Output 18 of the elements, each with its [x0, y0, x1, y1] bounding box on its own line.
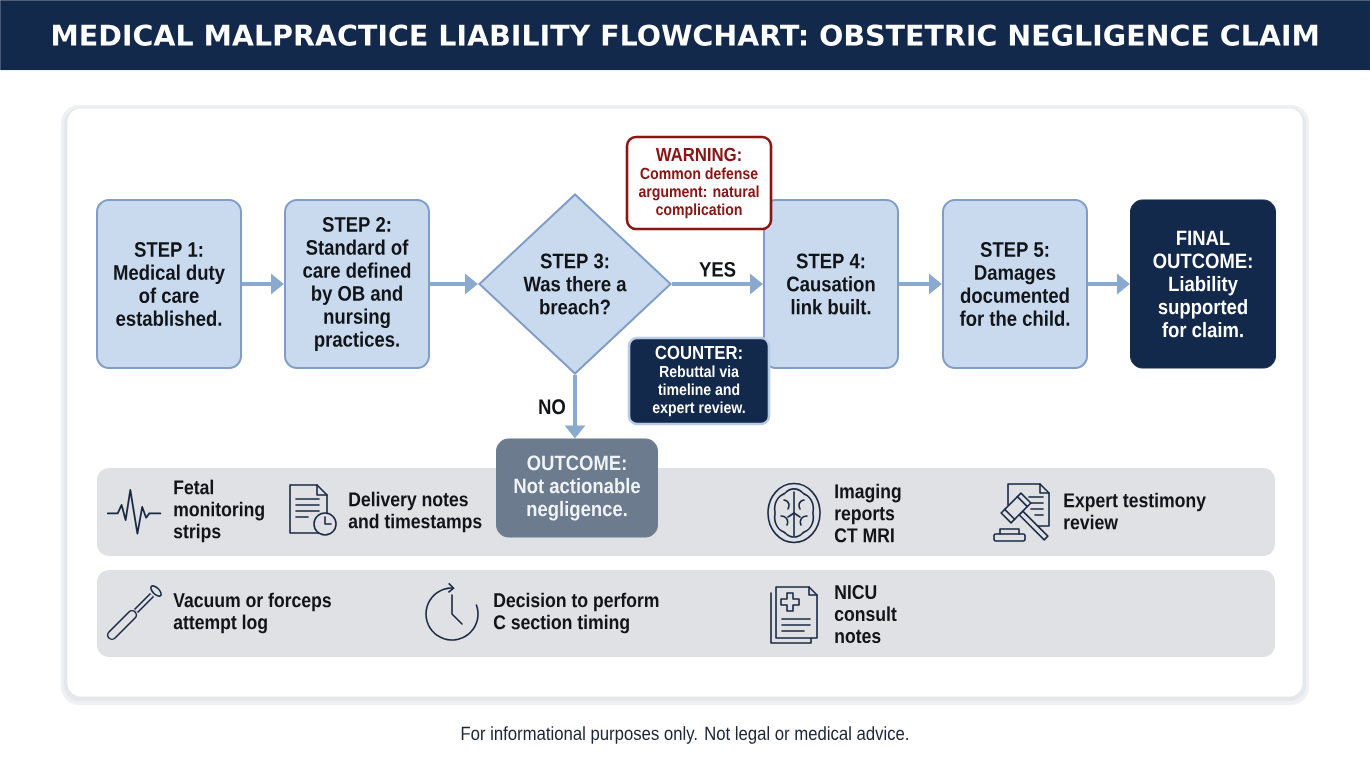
footer-note: For informational purposes only. Not legal or medical advice.	[461, 726, 908, 744]
step-box: STEP 5: Damages documented for the child.	[942, 199, 1088, 369]
item-label: Expert testimony review	[1064, 492, 1206, 530]
outcome-box: OUTCOME: Not actionable negligence.	[496, 438, 658, 538]
step-box: STEP 2: Standard of care defined by OB and nursing practices.	[284, 199, 430, 369]
counter-box: COUNTER: Rebuttal via timeline and expert review.	[627, 336, 771, 426]
warning-box: WARNING: Common defense argument: natural complication	[625, 135, 773, 231]
item-label: Fetal monitoring strips	[173, 479, 264, 543]
outcome-box: FINAL OUTCOME: Liability supported for claim.	[1130, 199, 1276, 369]
item-label: Vacuum or forceps attempt log	[173, 592, 331, 634]
item-label: Delivery notes and timestamps	[348, 491, 482, 533]
item-label: Imaging reports CT MRI	[834, 483, 901, 543]
title-bar: MEDICAL MALPRACTICE LIABILITY FLOWCHART: OBSTETRIC NEGLIGENCE CLAIM	[0, 0, 1370, 71]
item-label: NICU consult notes	[834, 584, 897, 644]
step-box: STEP 4: Causation link built.	[763, 199, 899, 369]
edge-label: NO	[536, 397, 568, 417]
item-label: Decision to perform C section timing	[493, 592, 659, 634]
step-box: STEP 1: Medical duty of care established.	[96, 199, 242, 369]
